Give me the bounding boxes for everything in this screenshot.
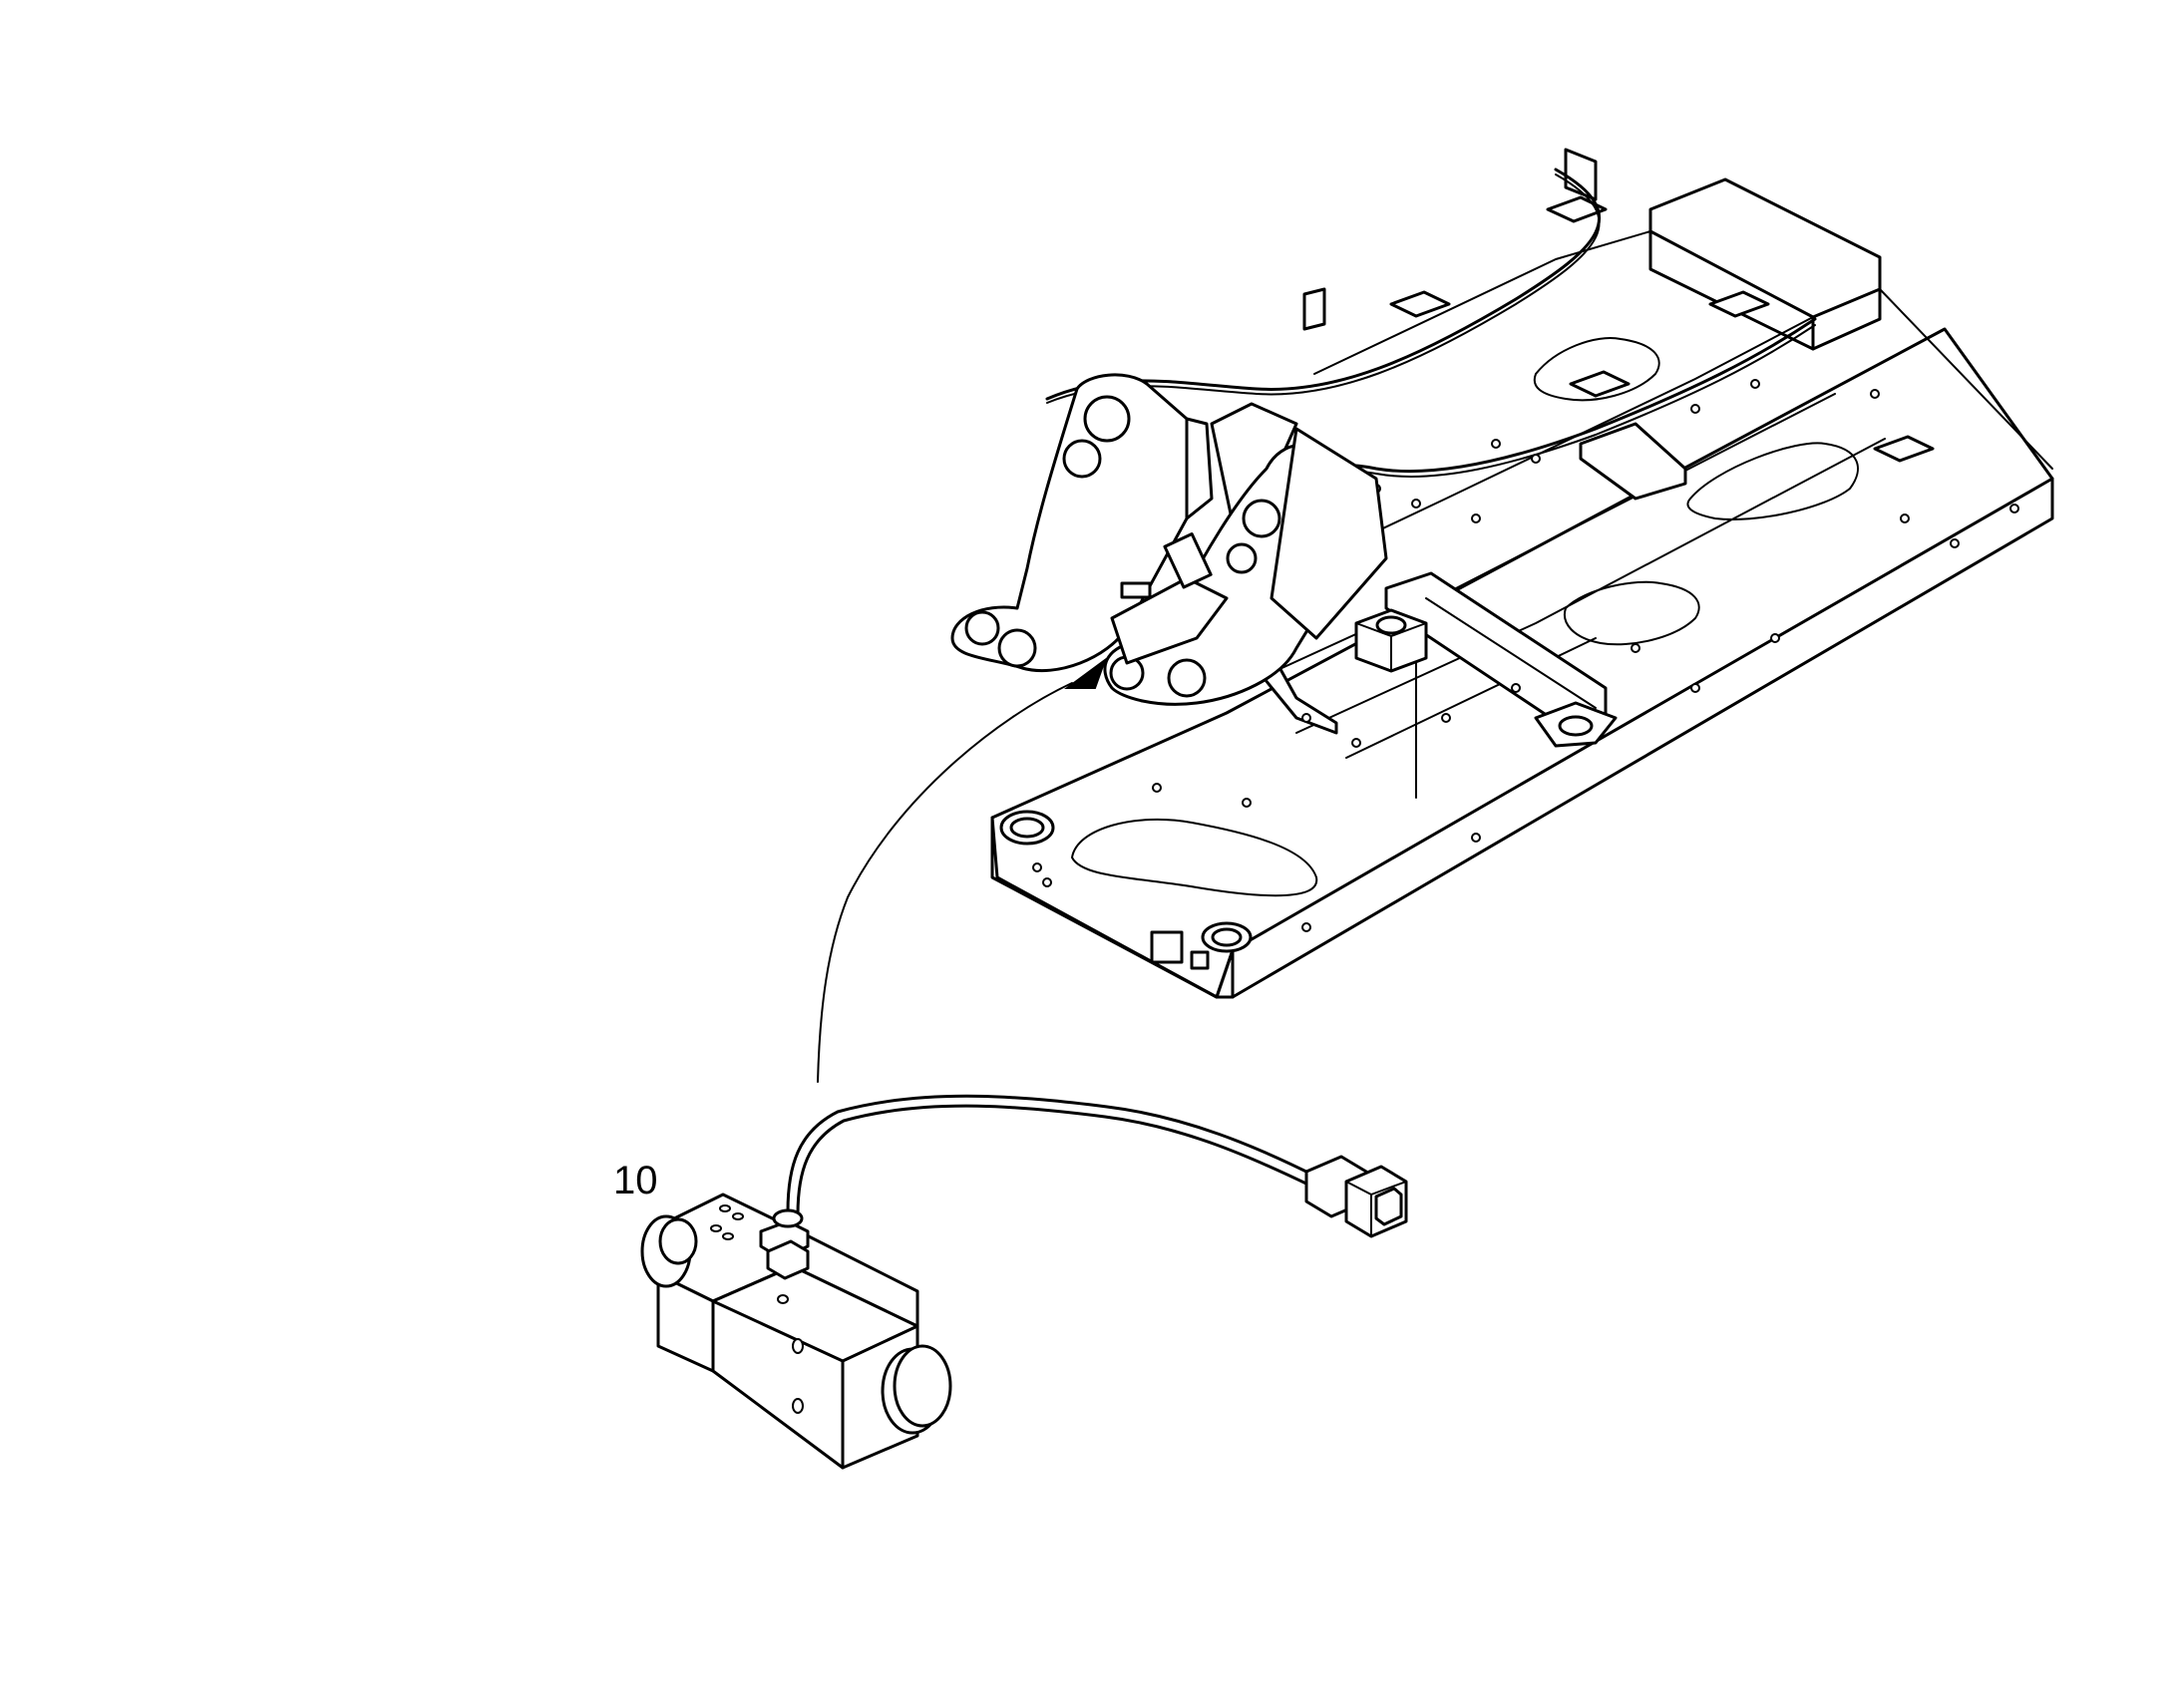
leader-line (817, 682, 1073, 1083)
chassis-frame (950, 148, 2054, 999)
callout-label-10: 10 (613, 1159, 658, 1202)
bolt-holes (1032, 379, 2019, 932)
boom-mount (950, 373, 1388, 706)
detail-arrow (1063, 657, 1108, 689)
part-10-sensor (640, 1094, 1408, 1470)
